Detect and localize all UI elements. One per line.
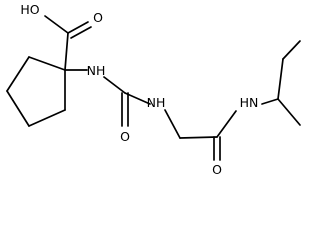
carboxyl-double-bond-b xyxy=(70,26,92,39)
nh-to-methylene-bond xyxy=(164,109,181,139)
amide-oxygen-label: O xyxy=(212,162,222,177)
methine-to-methyl-bond xyxy=(277,98,301,126)
urea-carbon-to-nh-bond xyxy=(124,92,151,105)
carboxyl-oxygen-label: O xyxy=(93,10,103,25)
urea-nh-label: NH xyxy=(147,95,166,110)
amide-carbon-to-nh-bond xyxy=(216,110,237,138)
carboxyl-double-bond-a xyxy=(67,21,89,34)
quaternary-carbon-to-carboxyl-bond xyxy=(64,32,69,71)
atom-labels: HO O NH O NH O HN xyxy=(20,2,258,177)
carboxyl-oh-bond xyxy=(44,15,69,34)
ring-bond-3 xyxy=(6,90,30,127)
chemical-structure: HO O NH O NH O HN xyxy=(6,2,301,177)
ring-bond-2 xyxy=(6,56,30,92)
bonds xyxy=(6,15,301,161)
ring-bond-4 xyxy=(28,109,66,127)
amine-nh-label: NH xyxy=(87,63,106,78)
nh-to-methine-bond xyxy=(261,98,279,105)
hydroxyl-label: HO xyxy=(20,2,39,17)
urea-oxygen-label: O xyxy=(120,129,130,144)
methylene-to-amide-carbon-bond xyxy=(179,136,218,139)
amide-nh-label: HN xyxy=(240,95,259,110)
ethyl-methylene-to-methyl-bond xyxy=(282,40,301,60)
methine-to-methylene-bond xyxy=(277,58,284,100)
ring-bond-1 xyxy=(28,56,66,71)
nh-to-urea-carbon-bond xyxy=(103,76,126,94)
